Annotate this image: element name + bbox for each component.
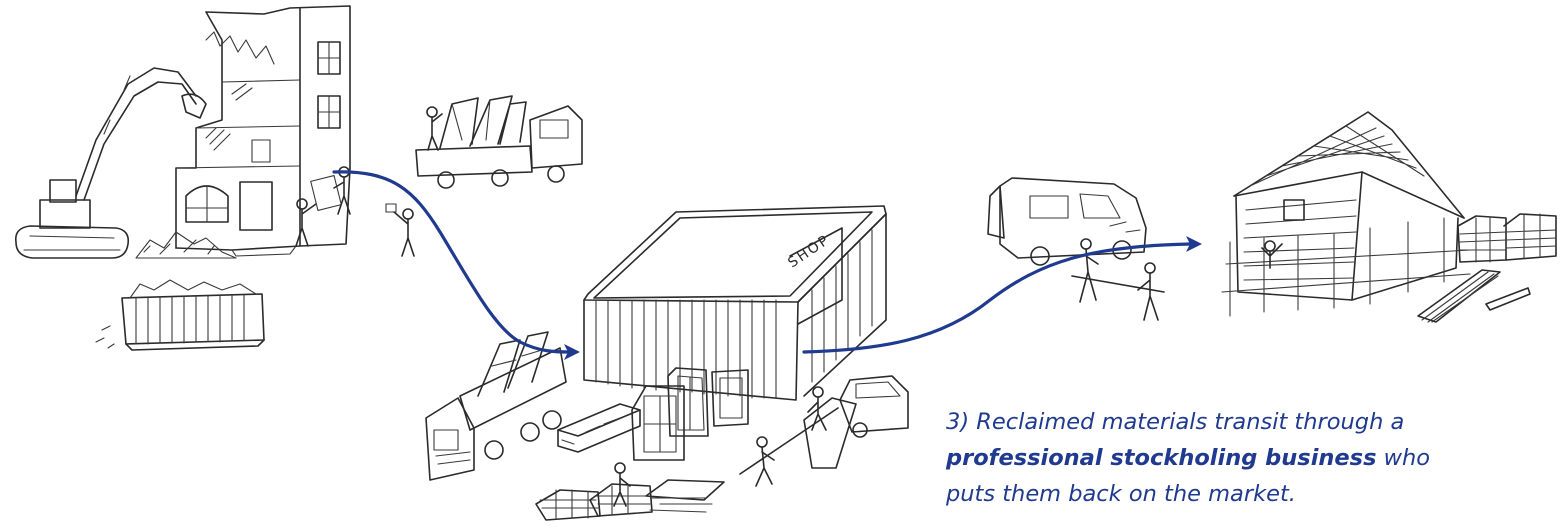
flatbed-truck-windows bbox=[416, 96, 582, 188]
timber-stacks bbox=[536, 404, 724, 520]
workers-demolition bbox=[296, 167, 414, 256]
shop-sign: SHOP bbox=[785, 232, 833, 271]
stacked-windows-doors bbox=[632, 368, 748, 460]
caption-bold-phrase: professional stockholing business bbox=[946, 445, 1377, 471]
caption-line-1: 3) Reclaimed materials transit through a bbox=[946, 404, 1560, 440]
caption-suffix: who bbox=[1376, 445, 1431, 471]
flow-arrow-demolition-to-shop bbox=[334, 172, 580, 360]
caption-line-2: professional stockholing business who bbox=[946, 440, 1560, 476]
demolished-building bbox=[176, 6, 350, 256]
house-under-construction bbox=[1222, 112, 1470, 316]
van-with-workers bbox=[740, 376, 908, 486]
step-caption: 3) Reclaimed materials transit through a… bbox=[946, 404, 1560, 512]
skip-container bbox=[96, 280, 264, 350]
pallets-timber bbox=[1418, 214, 1556, 322]
rubble-pile bbox=[136, 232, 236, 258]
workers-carrying-beam bbox=[1072, 239, 1164, 320]
white-van bbox=[988, 178, 1146, 265]
excavator bbox=[16, 68, 206, 258]
truck-loaded bbox=[426, 332, 566, 480]
caption-line-3: puts them back on the market. bbox=[946, 476, 1560, 512]
flow-arrow-shop-to-construction bbox=[804, 236, 1202, 352]
caption-prefix: 3) Reclaimed materials transit through a bbox=[946, 409, 1405, 435]
worker-near-shop bbox=[614, 463, 630, 506]
caption-last-line: puts them back on the market. bbox=[946, 481, 1296, 507]
